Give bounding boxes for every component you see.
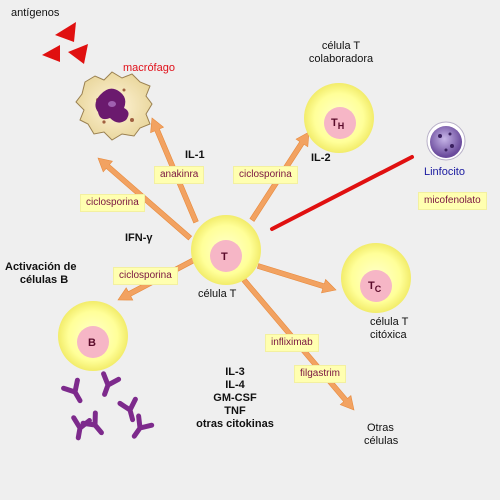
antibody-icon: [61, 377, 83, 404]
other-cells-label-2: células: [364, 435, 399, 447]
antigen-triangle: [55, 22, 76, 42]
cytokine-gmcsf: GM-CSF: [213, 392, 257, 404]
th-cell-letter: TH: [331, 117, 345, 132]
antigens-label: antígenos: [11, 7, 60, 19]
b-cell: [58, 301, 128, 371]
helper-t-label-1: célula T: [321, 40, 361, 52]
cytotoxic-label-1: célula T: [370, 316, 409, 328]
cytotoxic-label-2: citóxica: [370, 329, 407, 341]
antibodies-group: [61, 371, 155, 441]
antibody-icon: [117, 396, 138, 423]
arrow-to-cytotoxic-t: [256, 263, 337, 294]
antibody-icon: [101, 371, 122, 397]
other-cells-label-1: Otras: [367, 422, 394, 434]
drug-ciclosporina-th: ciclosporina: [233, 166, 298, 184]
drug-ciclosporina-b: ciclosporina: [113, 267, 178, 285]
cytotoxic-t-cell: [341, 243, 411, 313]
macrophage-cell: [75, 71, 153, 141]
b-cell-letter: B: [88, 337, 96, 349]
helper-t-label-2: colaboradora: [308, 53, 374, 65]
b-activation-label-1: Activación de: [5, 261, 77, 273]
antigen-triangle: [68, 44, 88, 64]
ifn-label: IFN-γ: [125, 232, 153, 244]
t-cell-letter: T: [221, 251, 228, 263]
cytokine-il4: IL-4: [225, 379, 245, 391]
antibody-icon: [80, 410, 104, 436]
cytokine-il3: IL-3: [225, 366, 245, 378]
il1-label: IL-1: [185, 149, 205, 161]
t-cell-label: célula T: [198, 288, 237, 300]
antibody-icon: [131, 413, 155, 439]
antigen-triangle: [42, 45, 60, 62]
lymphocyte-label: Linfocito: [424, 166, 465, 178]
cytokine-tnf: TNF: [224, 405, 246, 417]
drug-filgastrim: filgastrim: [294, 365, 347, 383]
lymphocyte-cell: [426, 121, 466, 161]
drug-ciclosporina-mac: ciclosporina: [80, 194, 145, 212]
b-activation-label-2: células B: [19, 274, 69, 286]
drug-infliximab: infliximab: [265, 334, 319, 352]
il2-label: IL-2: [311, 152, 331, 164]
drug-anakinra: anakinra: [154, 166, 205, 184]
macrophage-label: macrófago: [123, 62, 175, 74]
antibody-icon: [71, 415, 92, 441]
inhibition-line: [270, 155, 414, 231]
helper-t-cell: [304, 83, 374, 153]
central-t-cell: [191, 215, 261, 285]
drug-micofenolato: micofenolato: [418, 192, 487, 210]
cytokine-others: otras citokinas: [196, 418, 274, 430]
tc-cell-letter: TC: [368, 280, 382, 295]
